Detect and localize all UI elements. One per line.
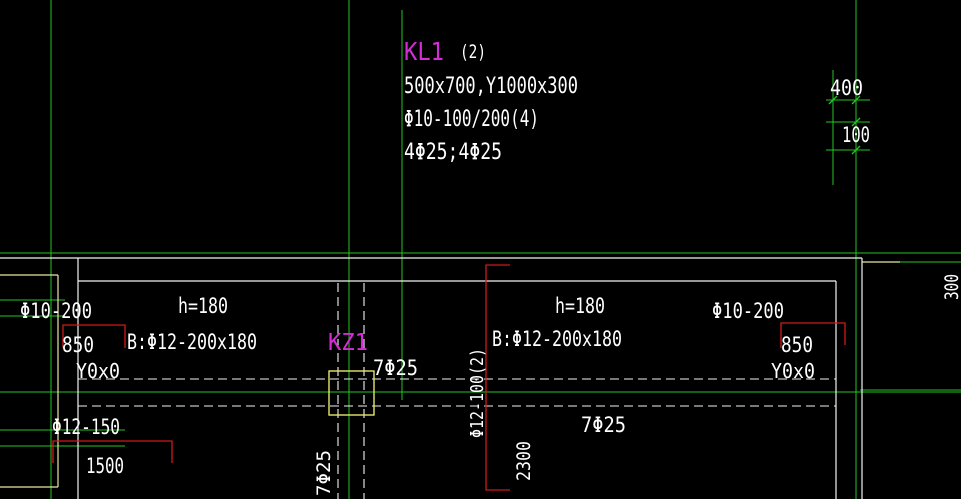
right-slab-bottom-rebar: B:Φ12-200x180 — [492, 327, 622, 351]
beam-stirrup-vertical: Φ12-100(2) — [467, 348, 488, 438]
right-slab-haunch: Y0x0 — [771, 359, 815, 383]
left-slab-bottom-rebar: B:Φ12-200x180 — [127, 330, 257, 354]
left-slab-thickness: h=180 — [178, 294, 228, 318]
beam-span-count: (2) — [460, 41, 486, 63]
dimension-label-300: 300 — [941, 274, 961, 300]
dimension-label-100: 100 — [842, 123, 870, 147]
beam-name-label[interactable]: KL1 — [404, 37, 444, 66]
dim-tick-3 — [851, 117, 861, 127]
rebar-marker-left-top — [62, 324, 126, 348]
right-slab-thickness: h=180 — [555, 294, 605, 318]
beam-section-size: 500x700,Y1000x300 — [404, 74, 578, 99]
dimension-ticks — [828, 95, 861, 155]
left-slab-frame — [0, 274, 59, 488]
left-slab-top-rebar-1: Φ10-200 — [20, 299, 92, 323]
left-slab-top-rebar-2: Φ12-150 — [52, 415, 120, 439]
right-slab-top-rebar: Φ10-200 — [712, 299, 784, 323]
beam-bottom-bars: 7Φ25 — [581, 413, 626, 437]
left-slab-top-rebar-2-length: 1500 — [86, 454, 124, 478]
dim-tick-1 — [828, 95, 838, 105]
beam-stirrups: Φ10-100/200(4) — [404, 107, 539, 132]
dim-tick-2 — [851, 95, 861, 105]
column-kz1-box[interactable] — [328, 370, 375, 416]
rebar-marker-right-top — [780, 322, 846, 348]
beam-outline — [0, 257, 900, 499]
column-rebar-right: 7Φ25 — [373, 356, 418, 380]
rebar-marker-left-bottom — [52, 440, 173, 463]
left-slab-top-rebar-1-length: 850 — [62, 333, 94, 357]
rebar-marker-support — [485, 264, 510, 491]
left-slab-haunch: Y0x0 — [76, 359, 120, 383]
right-slab-top-rebar-length: 850 — [781, 333, 813, 357]
column-rebar-bottom: 7Φ25 — [313, 450, 335, 496]
beam-dashed-lines — [78, 283, 836, 499]
rebar-markers — [52, 264, 846, 491]
beam-longitudinal-rebar: 4Φ25;4Φ25 — [404, 140, 502, 165]
dimension-label-400: 400 — [830, 76, 863, 100]
column-name-label[interactable]: KZ1 — [328, 330, 368, 356]
beam-support-length: 2300 — [513, 441, 535, 481]
axis-dashes — [50, 20, 857, 460]
dim-tick-4 — [851, 145, 861, 155]
